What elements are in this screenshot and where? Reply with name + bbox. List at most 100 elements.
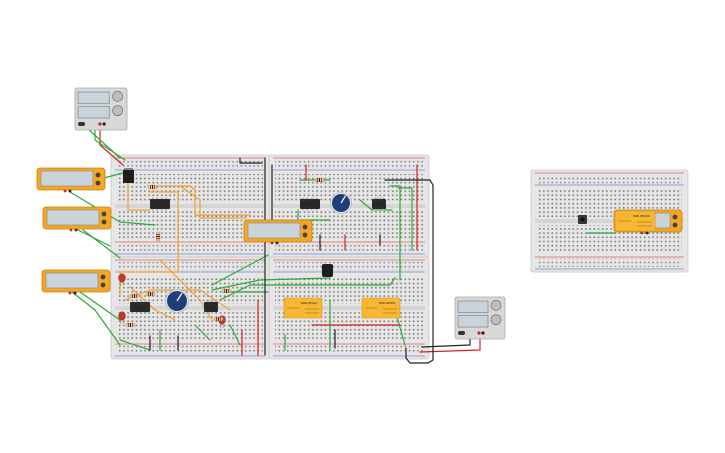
current-knob-icon[interactable] (112, 105, 123, 117)
terminal-positive-icon (98, 122, 102, 126)
wire-green[interactable] (359, 199, 393, 211)
power-supply-right[interactable] (454, 296, 506, 340)
wire-green[interactable] (211, 254, 269, 286)
multimeter-3[interactable] (41, 269, 111, 295)
wire-orange[interactable] (179, 185, 247, 219)
resistor-2[interactable] (155, 231, 160, 242)
multimeter-knob-icon[interactable] (672, 222, 678, 228)
wire-red[interactable] (99, 127, 124, 166)
multimeter-knob-icon[interactable] (101, 211, 107, 217)
ic-label: opAmp (304, 202, 317, 207)
breadboard-bottom-right[interactable] (268, 256, 430, 360)
multimeter-2[interactable] (42, 206, 112, 232)
resistor-3[interactable] (129, 294, 140, 299)
probe-terminal-icon (645, 231, 649, 235)
resistor-5[interactable] (213, 317, 224, 322)
optocoupler-chip-1[interactable]: 4N35 (372, 197, 386, 211)
terminal-negative-icon (481, 331, 485, 335)
wire-black[interactable] (239, 157, 263, 164)
pushbutton-icon[interactable] (579, 216, 586, 223)
multimeter-knob-icon[interactable] (100, 274, 106, 280)
wire-green[interactable] (82, 229, 121, 259)
resistor-band (317, 178, 318, 182)
wire-green[interactable] (103, 171, 127, 179)
rail-holes (275, 160, 423, 169)
resistor-band (134, 294, 135, 298)
power-supply-top[interactable] (74, 87, 128, 131)
led-1[interactable] (118, 273, 126, 286)
probe-terminal-icon (74, 228, 78, 232)
wire-green[interactable] (389, 185, 401, 281)
relay-2[interactable]: SRD-05VDC (361, 297, 401, 319)
voltage-knob-icon[interactable] (490, 300, 502, 311)
ic-pin (311, 197, 313, 199)
opamp-chip-1[interactable]: opAmp (150, 197, 170, 211)
resistor-4[interactable] (145, 292, 156, 297)
multimeter-1[interactable] (36, 167, 106, 193)
relay-1[interactable]: SRD-05VDC (283, 297, 323, 319)
center-channel (115, 204, 265, 208)
voltage-knob-icon[interactable] (112, 91, 123, 102)
multimeter-knob-icon[interactable] (302, 232, 308, 238)
multimeter-knob-icon[interactable] (302, 224, 308, 230)
ic-pin (374, 209, 376, 211)
wire-green[interactable] (71, 291, 121, 346)
wire-orange[interactable] (127, 181, 151, 211)
resistor-band (319, 178, 320, 182)
resistor-8[interactable] (125, 323, 136, 328)
ic-pin (165, 197, 168, 199)
resistor-band (228, 289, 229, 293)
potentiometer-indicator (340, 195, 347, 204)
wire-orange[interactable] (147, 185, 251, 216)
regulator-tab (124, 168, 133, 170)
wire-green[interactable] (211, 277, 331, 291)
resistor-band (156, 236, 160, 237)
wire-green[interactable] (397, 187, 413, 251)
probe-terminal-icon (68, 189, 72, 193)
wire-green[interactable] (229, 324, 241, 346)
multimeter-knob-icon[interactable] (95, 172, 101, 178)
breadboard-bottom-left[interactable] (110, 256, 270, 360)
ic-pin (145, 300, 148, 302)
wire-green[interactable] (79, 291, 121, 321)
transistor[interactable]: N (322, 264, 333, 277)
power-switch-icon[interactable] (78, 122, 85, 126)
multimeter-knob-icon[interactable] (95, 180, 101, 186)
regulator-label: 7805 (125, 175, 132, 179)
ic-pin (382, 209, 384, 211)
relay-3[interactable]: SRD-05VDC (614, 210, 656, 232)
potentiometer-2[interactable] (165, 289, 189, 313)
led-2[interactable] (118, 311, 126, 324)
opamp-chip-3[interactable]: opAmp (300, 197, 320, 211)
multimeter-knob-icon[interactable] (101, 219, 107, 225)
multimeter-knob-icon[interactable] (100, 282, 106, 288)
wire-orange[interactable] (159, 259, 213, 321)
power-switch-icon[interactable] (458, 331, 465, 335)
wire-green[interactable] (119, 339, 151, 351)
wire-black[interactable] (384, 179, 434, 364)
ic-label: 4N35 (374, 202, 384, 207)
potentiometer-indicator (176, 292, 183, 302)
wire-green[interactable] (69, 191, 156, 226)
ic-pin (315, 209, 318, 211)
resistor-band (224, 289, 225, 293)
opamp-chip-2[interactable]: opAmp (130, 300, 150, 314)
ic-pin (208, 300, 211, 302)
relay-label: SRD-05VDC (633, 214, 651, 218)
voltage-regulator[interactable]: 7805 (123, 168, 134, 183)
resistor-band (220, 317, 221, 321)
multimeter-center[interactable] (243, 219, 313, 245)
rail-holes (117, 243, 263, 252)
current-knob-icon[interactable] (490, 314, 502, 326)
resistor-6[interactable] (314, 177, 325, 182)
pushbutton[interactable] (578, 215, 587, 224)
breadboard-top-left[interactable] (110, 154, 270, 258)
resistor-7[interactable] (221, 289, 232, 294)
resistor-1[interactable] (147, 184, 158, 189)
optocoupler-chip-2[interactable]: 4N35 (204, 300, 218, 314)
wire-green[interactable] (86, 127, 121, 159)
potentiometer-1[interactable] (330, 192, 352, 214)
wire-green[interactable] (194, 324, 211, 341)
multimeter-knob-icon[interactable] (672, 214, 678, 220)
